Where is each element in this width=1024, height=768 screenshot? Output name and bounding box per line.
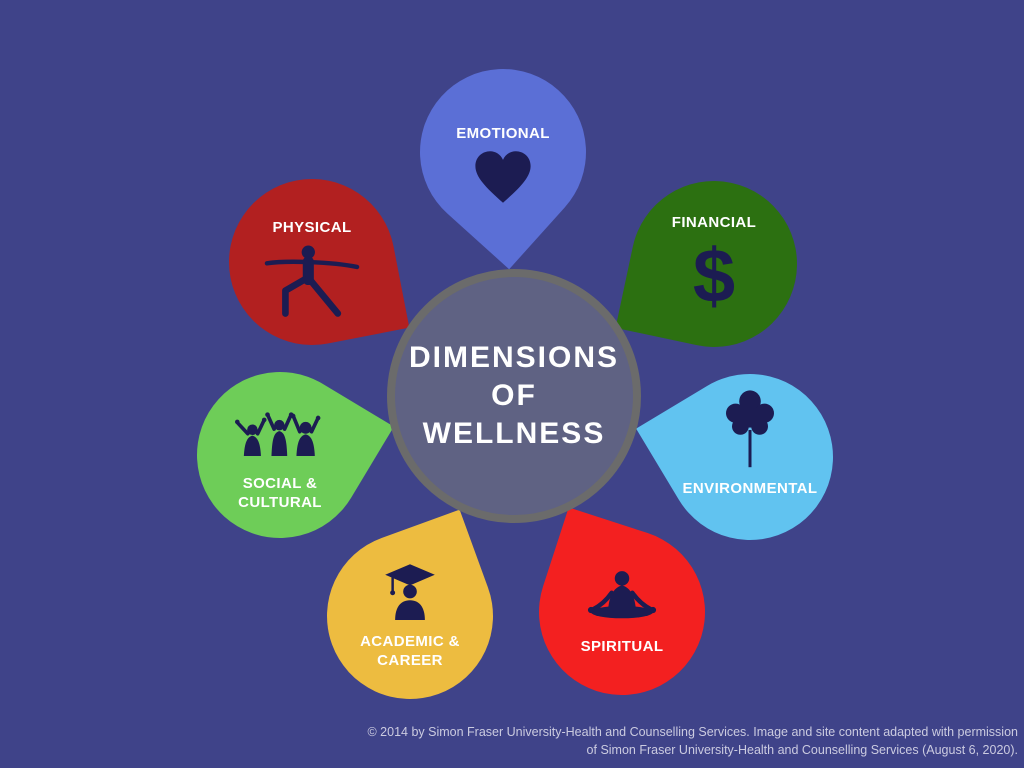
petal-environmental[interactable]: ENVIRONMENTAL xyxy=(636,343,864,571)
heart-icon xyxy=(472,150,534,204)
petal-environmental-label: ENVIRONMENTAL xyxy=(682,480,818,497)
petal-emotional-label: EMOTIONAL xyxy=(456,125,550,142)
petal-social-cultural-label: SOCIAL & CULTURAL xyxy=(238,474,322,511)
yoga-warrior-pose-icon xyxy=(264,244,360,318)
tree-icon xyxy=(720,388,780,472)
copyright-text: © 2014 by Simon Fraser University-Health… xyxy=(367,723,1018,761)
title-line-2: OF xyxy=(491,379,537,412)
petal-physical[interactable]: PHYSICAL xyxy=(214,164,410,360)
title-line-1: DIMENSIONS xyxy=(408,341,620,374)
petal-spiritual-label: SPIRITUAL xyxy=(580,638,664,655)
center-circle: DIMENSIONS OF WELLNESS xyxy=(387,269,641,523)
meditating-person-icon xyxy=(580,568,664,630)
title-line-3: WELLNESS xyxy=(422,417,606,450)
petal-academic-career[interactable]: ACADEMIC & CAREER xyxy=(303,509,517,723)
petal-financial-label: FINANCIAL xyxy=(671,214,757,231)
petal-social-cultural[interactable]: SOCIAL & CULTURAL xyxy=(166,341,394,569)
petal-spiritual[interactable]: SPIRITUAL xyxy=(517,507,727,717)
diagram-title: DIMENSIONS OF WELLNESS xyxy=(409,339,619,453)
petal-financial[interactable]: FINANCIAL $ xyxy=(615,165,813,363)
graduate-icon xyxy=(379,563,441,625)
copyright-line-2: of Simon Fraser University-Health and Co… xyxy=(586,743,1018,758)
petal-academic-career-label: ACADEMIC & CAREER xyxy=(360,632,460,669)
dollar-sign-icon: $ xyxy=(692,234,736,319)
copyright-line-1: © 2014 by Simon Fraser University-Health… xyxy=(367,724,1018,739)
petal-physical-label: PHYSICAL xyxy=(272,219,352,236)
petal-emotional[interactable]: EMOTIONAL xyxy=(385,34,621,270)
celebrating-people-icon xyxy=(234,407,326,467)
